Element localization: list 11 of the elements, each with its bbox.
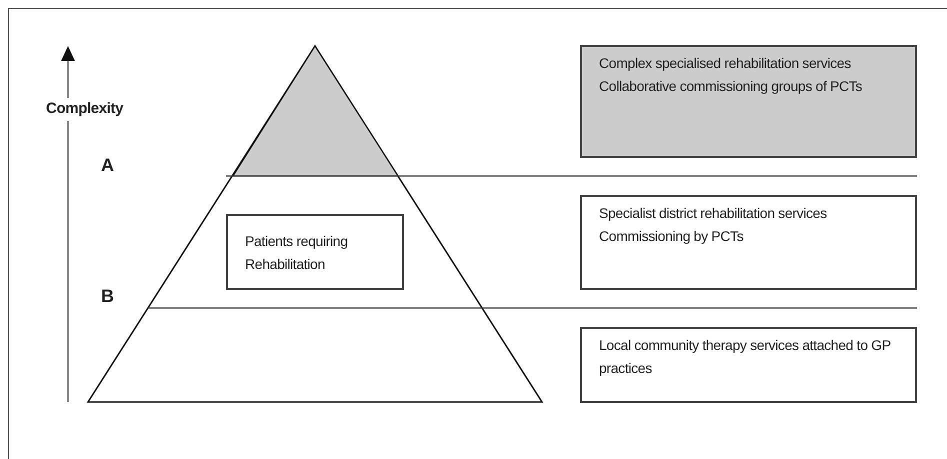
box-text: Specialist district rehabilitation services <box>599 204 828 223</box>
box-text: Local community therapy services attached to GP practices <box>599 336 892 378</box>
box-text: Collaborative commissioning groups of PCTs <box>599 77 864 96</box>
axis-label: Complexity <box>45 98 124 120</box>
service-box <box>580 327 917 403</box>
service-box <box>580 45 917 158</box>
box-text: Patients requiring Rehabilitation <box>245 232 349 274</box>
label-box <box>226 214 404 290</box>
box-text: Commissioning by PCTs <box>599 227 744 246</box>
service-box <box>580 195 917 290</box>
box-text: Complex specialised rehabilitation services <box>599 54 852 73</box>
